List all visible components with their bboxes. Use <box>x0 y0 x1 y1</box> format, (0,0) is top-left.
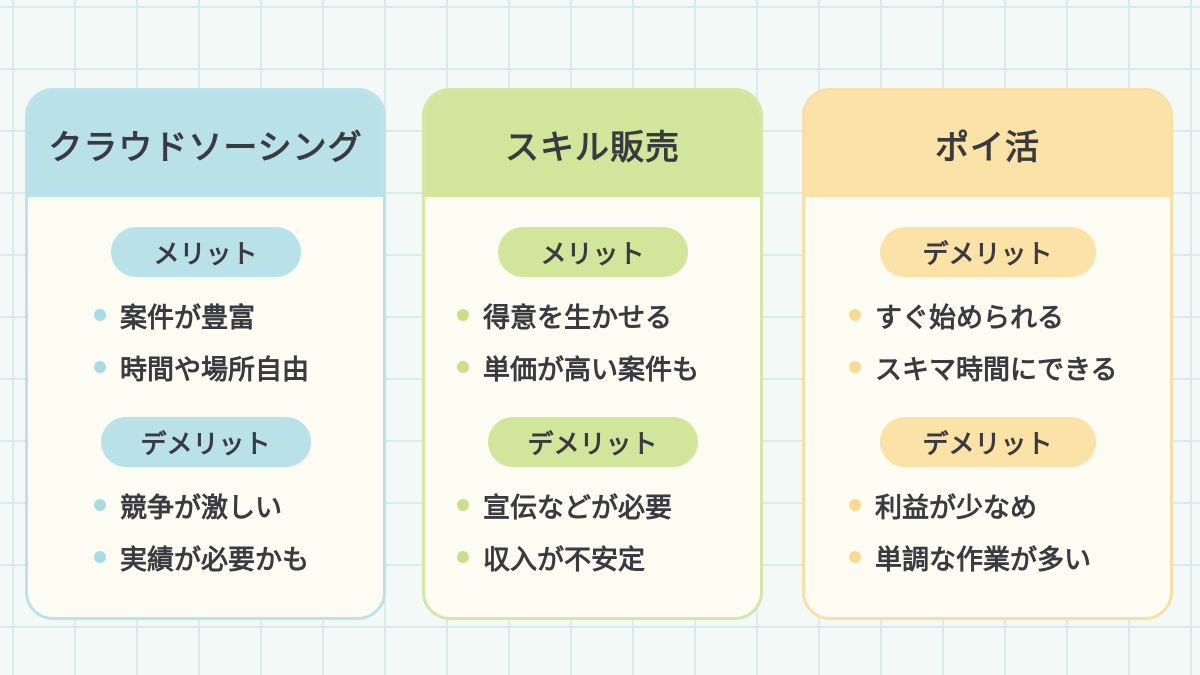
list-item: 収入が不安定 <box>425 531 760 583</box>
card-crowdsourcing: クラウドソーシング メリット 案件が豊富 時間や場所自由 デメリット 競争が激し… <box>25 88 386 620</box>
card-skill-sales: スキル販売 メリット 得意を生かせる 単価が高い案件も デメリット 宣伝などが必… <box>422 88 763 620</box>
item-text: 利益が少なめ <box>875 492 1037 524</box>
item-text: 競争が激しい <box>120 492 282 524</box>
list-item: すぐ始められる <box>805 289 1170 341</box>
first-list: すぐ始められる スキマ時間にできる <box>805 289 1170 393</box>
merit-label: メリット <box>110 227 301 277</box>
card-poikatsu: ポイ活 デメリット すぐ始められる スキマ時間にできる デメリット 利益が少なめ… <box>802 88 1173 620</box>
list-item: 案件が豊富 <box>28 289 383 341</box>
bullet-dot-icon <box>849 361 861 373</box>
card-title: ポイ活 <box>805 91 1170 197</box>
bullet-dot-icon <box>849 309 861 321</box>
list-item: 時間や場所自由 <box>28 341 383 393</box>
item-text: すぐ始められる <box>875 302 1064 334</box>
item-text: 収入が不安定 <box>483 544 645 576</box>
item-text: 時間や場所自由 <box>120 354 309 386</box>
merit-label: メリット <box>497 227 688 277</box>
list-item: 得意を生かせる <box>425 289 760 341</box>
demerit-list: 競争が激しい 実績が必要かも <box>28 479 383 583</box>
card-title: クラウドソーシング <box>28 91 383 197</box>
list-item: 単価が高い案件も <box>425 341 760 393</box>
demerit-section: デメリット 宣伝などが必要 収入が不安定 <box>425 417 760 583</box>
card-title: スキル販売 <box>425 91 760 197</box>
merit-list: 案件が豊富 時間や場所自由 <box>28 289 383 393</box>
demerit-section: デメリット 利益が少なめ 単調な作業が多い <box>805 417 1170 583</box>
item-text: 案件が豊富 <box>120 302 255 334</box>
section-label: デメリット <box>879 227 1096 277</box>
bullet-dot-icon <box>94 309 106 321</box>
bullet-dot-icon <box>457 499 469 511</box>
bullet-dot-icon <box>94 361 106 373</box>
item-text: 単価が高い案件も <box>483 354 699 386</box>
merit-section: メリット 案件が豊富 時間や場所自由 <box>28 227 383 393</box>
first-section: デメリット すぐ始められる スキマ時間にできる <box>805 227 1170 393</box>
demerit-label: デメリット <box>879 417 1096 467</box>
demerit-label: デメリット <box>487 417 698 467</box>
list-item: 競争が激しい <box>28 479 383 531</box>
item-text: 単調な作業が多い <box>875 544 1091 576</box>
demerit-section: デメリット 競争が激しい 実績が必要かも <box>28 417 383 583</box>
merit-list: 得意を生かせる 単価が高い案件も <box>425 289 760 393</box>
item-text: 宣伝などが必要 <box>483 492 672 524</box>
list-item: スキマ時間にできる <box>805 341 1170 393</box>
bullet-dot-icon <box>849 499 861 511</box>
merit-section: メリット 得意を生かせる 単価が高い案件も <box>425 227 760 393</box>
item-text: 実績が必要かも <box>120 544 309 576</box>
bullet-dot-icon <box>94 551 106 563</box>
list-item: 利益が少なめ <box>805 479 1170 531</box>
list-item: 実績が必要かも <box>28 531 383 583</box>
bullet-dot-icon <box>457 551 469 563</box>
demerit-label: デメリット <box>100 417 311 467</box>
demerit-list: 利益が少なめ 単調な作業が多い <box>805 479 1170 583</box>
bullet-dot-icon <box>94 499 106 511</box>
item-text: 得意を生かせる <box>483 302 672 334</box>
bullet-dot-icon <box>849 551 861 563</box>
bullet-dot-icon <box>457 309 469 321</box>
list-item: 宣伝などが必要 <box>425 479 760 531</box>
list-item: 単調な作業が多い <box>805 531 1170 583</box>
item-text: スキマ時間にできる <box>875 354 1118 386</box>
bullet-dot-icon <box>457 361 469 373</box>
demerit-list: 宣伝などが必要 収入が不安定 <box>425 479 760 583</box>
